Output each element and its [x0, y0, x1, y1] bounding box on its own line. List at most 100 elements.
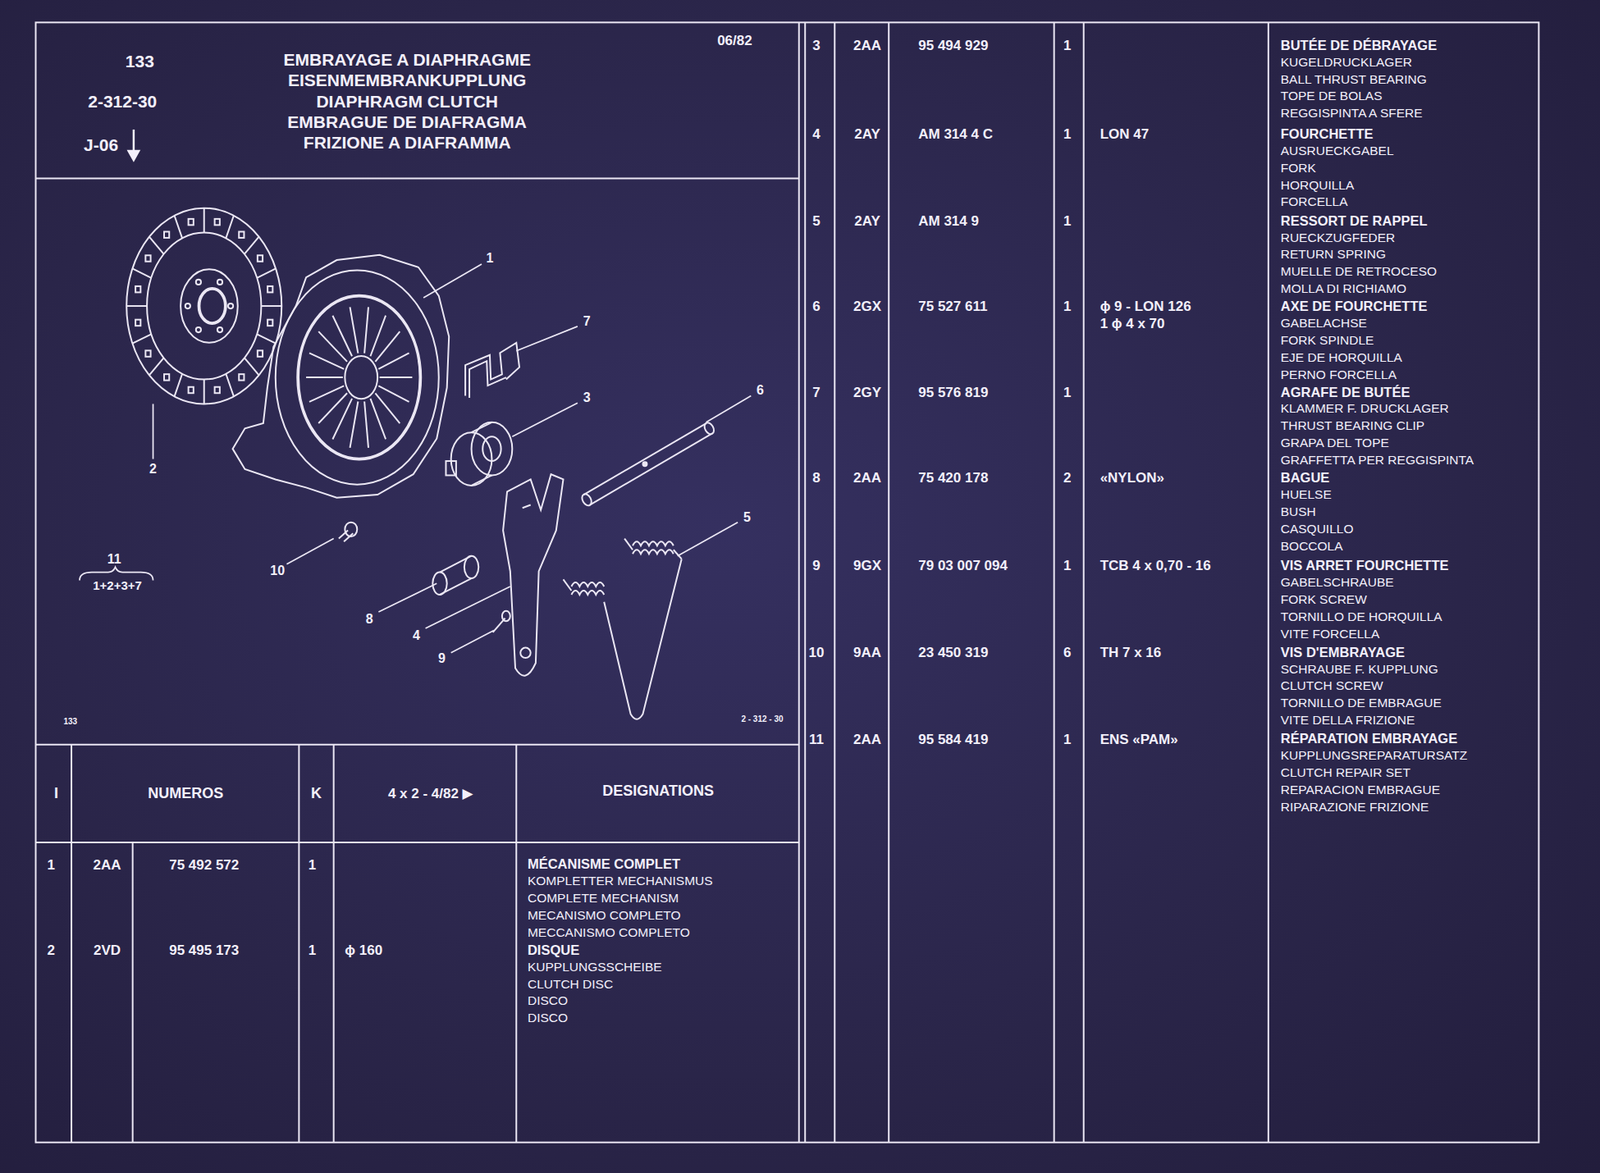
rivet — [267, 320, 273, 326]
designation-translation: PERNO FORCELLA — [1280, 367, 1397, 382]
quantity: 1 — [1063, 384, 1071, 401]
designation-french: DISQUE — [527, 942, 580, 958]
callout-number: 2 — [149, 461, 157, 477]
diaphragm-finger — [364, 306, 369, 353]
item-index: 5 — [812, 214, 820, 230]
hub-hole — [196, 327, 202, 333]
designation-translation: VITE DELLA FRIZIONE — [1280, 713, 1416, 728]
part-number: 23 450 319 — [918, 645, 988, 662]
designation-translation: MECCANISMO COMPLETO — [527, 925, 691, 940]
rivet — [238, 374, 244, 380]
index-reference: J-06 — [83, 135, 119, 155]
rivet — [267, 286, 273, 293]
designation-french: FOURCHETTE — [1280, 126, 1374, 142]
friction-segment — [149, 357, 165, 375]
callout-number: 11 — [107, 552, 122, 567]
designation-translation: TORNILLO DE HORQUILLA — [1280, 609, 1443, 624]
title-translation: EISENMEMBRANKUPPLUNG — [288, 71, 527, 91]
dimension: TH 7 x 16 — [1100, 645, 1162, 662]
friction-segment — [256, 333, 276, 343]
designation-translation: MOLLA DI RICHIAMO — [1280, 282, 1407, 297]
diaphragm-finger — [378, 352, 409, 370]
dimension: «NYLON» — [1100, 470, 1165, 487]
callout-number: 10 — [269, 564, 285, 580]
designation-translation: BALL THRUST BEARING — [1280, 72, 1427, 87]
item-index: 10 — [808, 645, 824, 662]
page-number: 133 — [125, 51, 155, 71]
designation-translation: HORQUILLA — [1280, 178, 1355, 192]
fork-spindle — [580, 420, 716, 508]
designation-translation: CLUTCH REPAIR SET — [1280, 766, 1411, 781]
item-code: 2VD — [93, 943, 121, 960]
designation-french: BUTÉE DE DÉBRAYAGE — [1280, 37, 1437, 53]
callout-number: 8 — [365, 612, 374, 627]
table-grid — [36, 22, 1540, 1143]
designation-french: RÉPARATION EMBRAYAGE — [1280, 731, 1458, 746]
item-index: 2 — [46, 943, 55, 960]
item-index: 11 — [809, 731, 824, 748]
friction-segment — [225, 374, 234, 398]
friction-segment — [132, 333, 151, 343]
column-header: K — [310, 786, 322, 803]
column-header: NUMEROS — [147, 786, 224, 803]
plate-reference: 2 - 312 - 30 — [740, 713, 783, 723]
diaphragm-finger — [364, 401, 369, 448]
column-header: I — [54, 786, 59, 803]
designation-french: AXE DE FOURCHETTE — [1280, 298, 1428, 314]
designation-french: BAGUE — [1280, 470, 1331, 485]
item-code: 2AA — [853, 731, 882, 748]
callout-number: 1 — [485, 251, 494, 266]
friction-segment — [174, 215, 183, 239]
item-code: 2GY — [853, 384, 882, 401]
friction-segment — [256, 268, 276, 278]
item-code: 2AA — [93, 857, 122, 874]
friction-segment — [126, 305, 147, 307]
item-index: 6 — [812, 299, 820, 316]
designation-translation: COMPLETE MECHANISM — [527, 891, 679, 906]
part-number: AM 314 4 C — [918, 127, 993, 143]
diaphragm-finger — [374, 331, 400, 362]
rivet — [188, 387, 194, 394]
bearing-clip — [465, 342, 520, 398]
part-number: 75 420 178 — [918, 470, 988, 487]
column-header: 4 x 2 - 4/82 ▶ — [388, 786, 474, 802]
designation-translation: VITE FORCELLA — [1280, 626, 1381, 641]
designation-translation: BUSH — [1280, 504, 1317, 519]
quantity: 2 — [1063, 470, 1071, 487]
leader-lines — [79, 264, 751, 654]
friction-segment — [260, 305, 282, 307]
diaphragm-finger — [378, 385, 409, 403]
friction-segment — [149, 237, 165, 255]
quantity: 1 — [1063, 214, 1071, 230]
fork-screw — [493, 611, 511, 633]
hub-hole — [217, 327, 223, 333]
quantity: 1 — [1063, 127, 1071, 143]
designation-translation: THRUST BEARING CLIP — [1280, 419, 1425, 434]
designation-translation: EJE DE HORQUILLA — [1280, 350, 1403, 365]
release-fork — [502, 474, 563, 676]
designation-translation: CLUTCH SCREW — [1280, 679, 1384, 694]
designation-translation: GABELSCHRAUBE — [1280, 575, 1395, 590]
part-number: 75 527 611 — [918, 299, 988, 316]
designation-translation: BOCCOLA — [1280, 539, 1344, 554]
callout-number: 3 — [583, 390, 591, 406]
hub-hole — [217, 279, 223, 285]
diaphragm-finger — [306, 376, 343, 379]
designation-translation: KUGELDRUCKLAGER — [1280, 54, 1413, 69]
page-title: EMBRAYAGE A DIAPHRAGME — [283, 50, 531, 70]
designation-french: AGRAFE DE BUTÉE — [1280, 384, 1411, 399]
item-code: 9AA — [853, 645, 882, 662]
rivet — [135, 286, 141, 293]
rivet — [257, 350, 263, 357]
diaphragm-finger — [332, 315, 352, 357]
designation-translation: FORK — [1280, 160, 1317, 175]
item-index: 8 — [812, 470, 820, 487]
diaphragm-finger — [309, 352, 344, 370]
callout-number: 5 — [743, 510, 751, 526]
column-header: DESIGNATIONS — [602, 783, 714, 800]
diaphragm-finger — [318, 393, 348, 424]
designation-translation: REPARACION EMBRAGUE — [1280, 783, 1440, 798]
rivet — [214, 219, 220, 225]
designation-translation: RIPARAZIONE FRIZIONE — [1280, 800, 1430, 814]
designation-translation: KUPPLUNGSSCHEIBE — [527, 960, 663, 974]
